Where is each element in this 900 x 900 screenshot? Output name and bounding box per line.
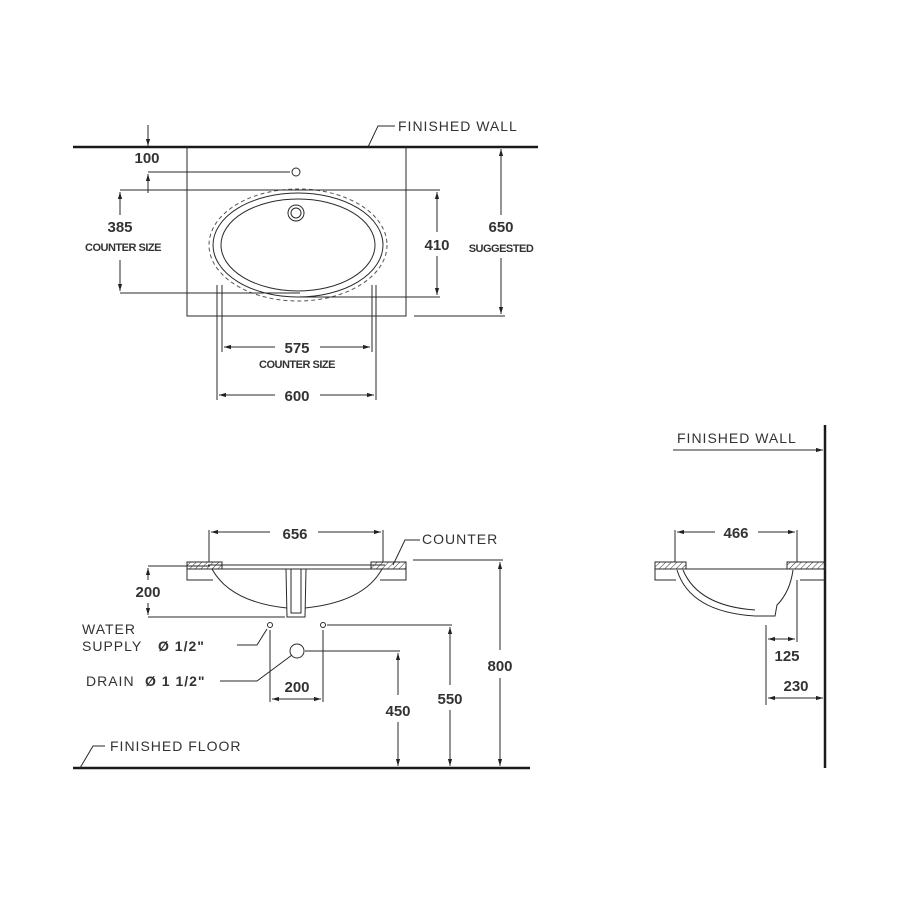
counter-size-label-left: COUNTER SIZE bbox=[85, 242, 161, 254]
basin-left bbox=[211, 568, 288, 609]
side-counter-front bbox=[654, 561, 687, 570]
dim-450: 450 bbox=[385, 703, 410, 720]
drain-hole bbox=[287, 204, 305, 222]
side-finished-wall-label: FINISHED WALL bbox=[677, 430, 797, 446]
counter-label: COUNTER bbox=[422, 531, 498, 547]
dim-410: 410 bbox=[424, 237, 449, 254]
basin-outer-rim bbox=[208, 188, 388, 302]
water-supply-right bbox=[320, 622, 326, 628]
drain-hole-inner bbox=[290, 207, 302, 219]
drain-label: DRAIN bbox=[86, 673, 135, 689]
dim-200-depth: 200 bbox=[135, 584, 160, 601]
dim-650: 650 bbox=[488, 219, 513, 236]
basin-right bbox=[304, 568, 383, 609]
dim-200-spacing: 200 bbox=[284, 679, 309, 696]
finished-wall-label: FINISHED WALL bbox=[398, 118, 518, 134]
drain-pipe bbox=[285, 568, 307, 618]
dim-600: 600 bbox=[284, 388, 309, 405]
tap-hole bbox=[291, 167, 301, 177]
finished-floor-label: FINISHED FLOOR bbox=[110, 738, 241, 754]
side-basin-outline bbox=[676, 569, 794, 617]
counter-size-label-bottom: COUNTER SIZE bbox=[259, 359, 335, 371]
dim-385: 385 bbox=[107, 219, 132, 236]
dim-575: 575 bbox=[284, 340, 309, 357]
plan-view: FINISHED WALL 100 385 COUNTER SIZE 410 6… bbox=[73, 118, 538, 405]
dim-466: 466 bbox=[723, 525, 748, 542]
side-counter-back bbox=[786, 561, 826, 570]
side-basin-inner bbox=[682, 569, 756, 611]
water-supply-left bbox=[267, 622, 273, 628]
dim-656: 656 bbox=[282, 526, 307, 543]
basin-bowl bbox=[220, 198, 376, 292]
side-view: FINISHED WALL 466 125 230 bbox=[654, 425, 827, 768]
front-view: 656 COUNTER 200 WATER SUPPLY Ø 1/2" DRAI… bbox=[73, 526, 530, 770]
drain-outlet bbox=[289, 643, 305, 659]
drain-size: Ø 1 1/2" bbox=[145, 673, 206, 689]
dim-125: 125 bbox=[774, 648, 799, 665]
water-label: WATER bbox=[82, 621, 136, 637]
counter-outline bbox=[186, 147, 407, 317]
wall-leader bbox=[367, 125, 395, 148]
basin-rim bbox=[212, 192, 384, 298]
dim-550: 550 bbox=[437, 691, 462, 708]
water-supply-size: Ø 1/2" bbox=[158, 638, 205, 654]
suggested-label: SUGGESTED bbox=[469, 243, 534, 255]
dim-800: 800 bbox=[487, 658, 512, 675]
dim-100: 100 bbox=[134, 150, 159, 167]
dim-230: 230 bbox=[783, 678, 808, 695]
supply-label: SUPPLY bbox=[82, 638, 142, 654]
